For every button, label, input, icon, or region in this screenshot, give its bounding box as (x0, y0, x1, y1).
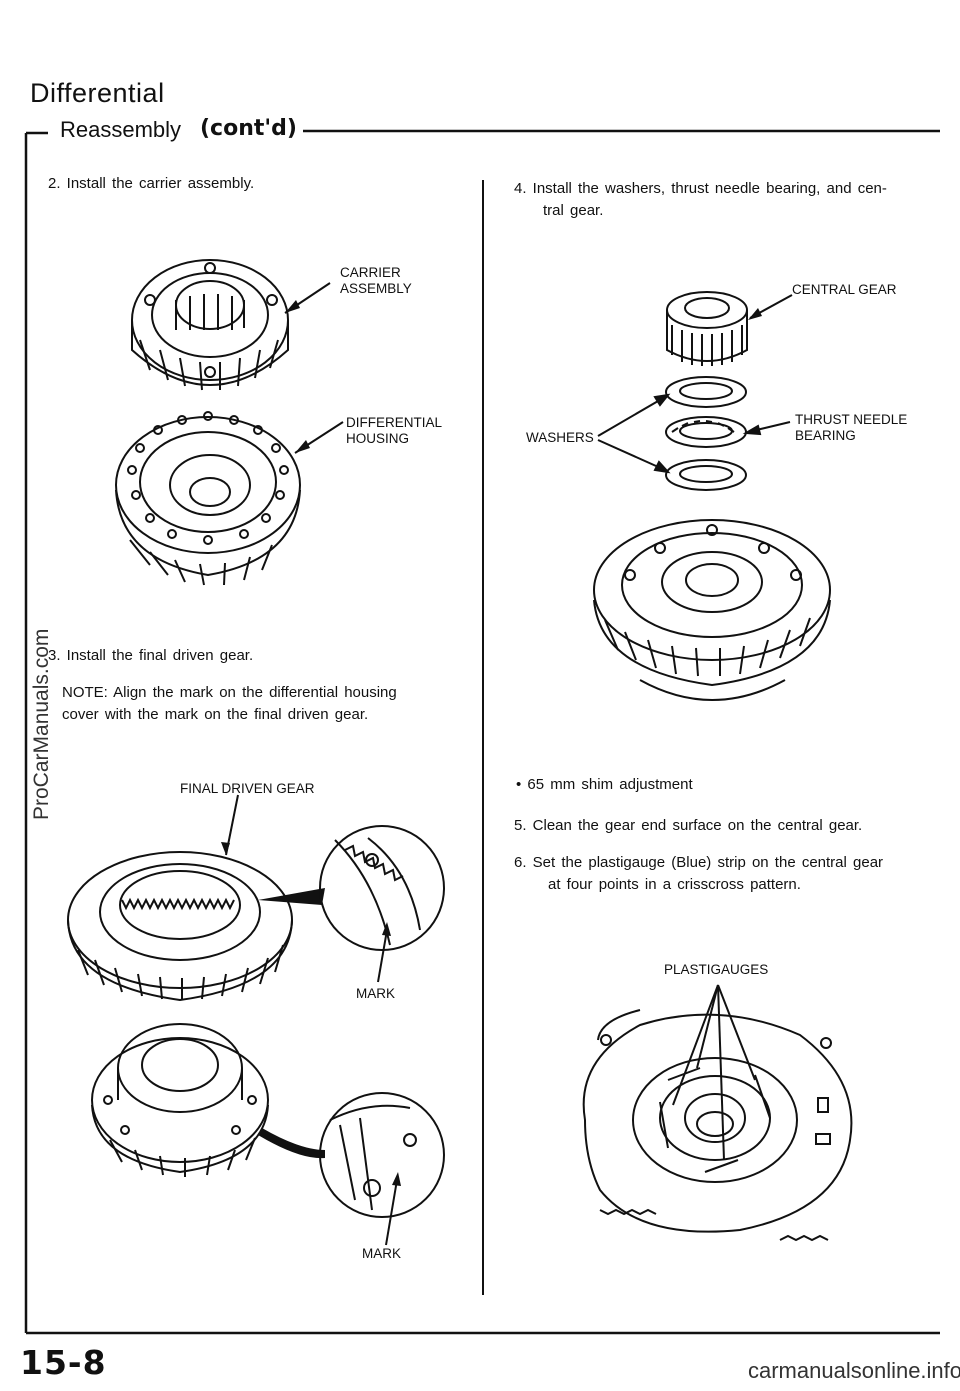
footer-watermark: carmanualsonline.info (748, 1358, 960, 1383)
washers-leaders (597, 393, 791, 474)
thrust-bearing-label-line-1: THRUST NEEDLE (795, 412, 908, 427)
step-3-text: 3. Install the final driven gear. (48, 647, 254, 664)
mark-label-2: MARK (362, 1246, 402, 1261)
final-driven-gear-illustration (67, 851, 293, 1002)
carrier-on-housing-illustration (91, 1023, 269, 1177)
step-5-text: 5. Clean the gear end surface on the cen… (514, 817, 863, 834)
final-driven-gear-label: FINAL DRIVEN GEAR (180, 781, 315, 796)
mark-2-leader (385, 1179, 398, 1246)
continued-label: (cont'd) (200, 116, 297, 141)
central-gear-illustration (666, 291, 748, 366)
step-6-line-2: at four points in a crisscross pattern. (548, 876, 801, 893)
diff-housing-arrow (295, 440, 310, 453)
step-2-text: 2. Install the carrier assembly. (48, 175, 255, 192)
mark-label-1: MARK (356, 986, 396, 1001)
shim-bullet: • 65 mm shim adjustment (516, 776, 693, 793)
detail-pointer-1 (258, 888, 325, 905)
diff-housing-label-line-1: DIFFERENTIAL (346, 415, 443, 430)
plastigauge-illustration (582, 1009, 853, 1242)
mark-detail-circle-2 (319, 1092, 445, 1218)
note-line-1: NOTE: Align the mark on the differential… (62, 684, 397, 701)
note-line-2: cover with the mark on the final driven … (62, 706, 369, 723)
washers-bearing-illustration (665, 376, 747, 491)
final-driven-arrow (221, 842, 230, 855)
plastigauge-leaders (672, 984, 756, 1161)
detail-pointer-2 (258, 1128, 325, 1159)
mark-1-arrow (382, 922, 391, 936)
section-title: Reassembly (60, 117, 182, 142)
diff-housing-label-line-2: HOUSING (346, 431, 410, 446)
central-gear-arrow (748, 308, 762, 320)
carrier-label-line-1: CARRIER (340, 265, 401, 280)
carrier-arrow (285, 300, 300, 313)
carrier-label-line-2: ASSEMBLY (340, 281, 412, 296)
central-gear-label: CENTRAL GEAR (792, 282, 897, 297)
mark-2-arrow (392, 1172, 401, 1186)
differential-housing-illustration (115, 411, 301, 586)
plastigauges-label: PLASTIGAUGES (664, 962, 769, 977)
carrier-assembly-illustration (131, 259, 289, 391)
mark-1-leader (377, 929, 388, 983)
step-6-line-1: 6. Set the plastigauge (Blue) strip on t… (514, 854, 884, 871)
step-4-line-2: tral gear. (543, 202, 604, 219)
step-4-line-1: 4. Install the washers, thrust needle be… (514, 180, 887, 197)
thrust-bearing-label-line-2: BEARING (795, 428, 856, 443)
side-watermark: ProCarManuals.com (30, 628, 53, 820)
mark-detail-circle-1 (319, 825, 445, 951)
page-title: Differential (30, 78, 165, 108)
differential-assembly-illustration (593, 519, 831, 701)
page-number: 15-8 (20, 1343, 107, 1382)
washers-label: WASHERS (526, 430, 594, 445)
